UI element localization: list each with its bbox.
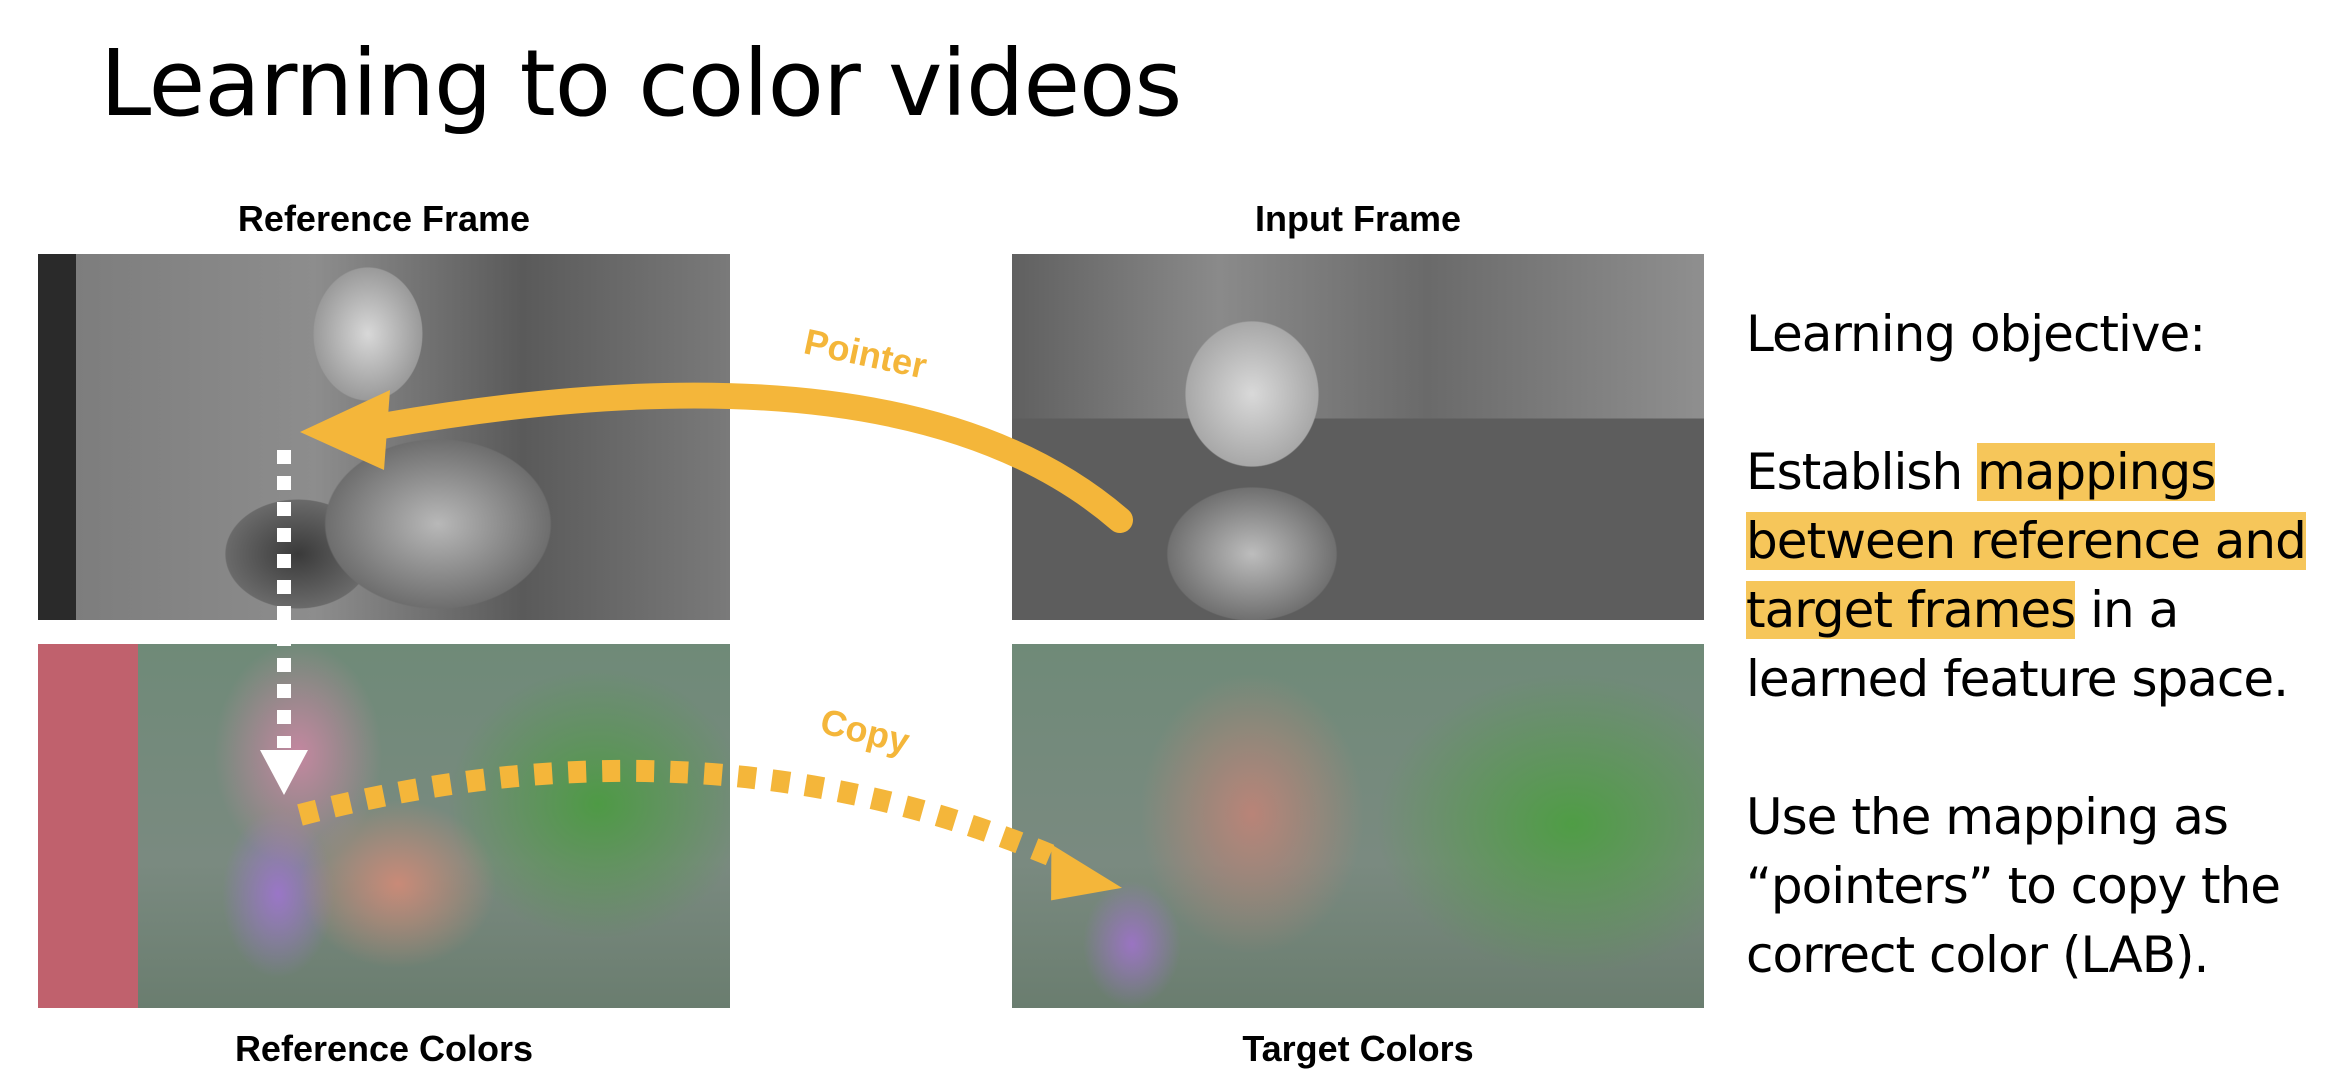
p2-line-3: correct color (LAB).: [1746, 926, 2209, 984]
p1-suffix-1: in a: [2075, 581, 2179, 639]
learning-objective-text: Learning objective: Establish mappings b…: [1746, 300, 2316, 990]
caption-reference-colors: Reference Colors: [234, 1028, 534, 1069]
objective-paragraph-1: Establish mappings between reference and…: [1746, 438, 2316, 714]
highlight-mappings: mappings: [1977, 443, 2216, 501]
reference-colors-image: [38, 644, 730, 1008]
caption-input-frame: Input Frame: [1254, 198, 1461, 239]
slide-title: Learning to color videos: [100, 30, 1182, 137]
p2-line-2: “pointers” to copy the: [1746, 857, 2281, 915]
highlight-between-reference-and: between reference and: [1746, 512, 2307, 570]
caption-reference-frame: Reference Frame: [237, 198, 531, 239]
p1-prefix: Establish: [1746, 443, 1978, 501]
target-colors-image: [1012, 644, 1704, 1008]
copy-label: Copy: [816, 700, 913, 762]
highlight-target-frames: target frames: [1746, 581, 2076, 639]
objective-paragraph-2: Use the mapping as “pointers” to copy th…: [1746, 783, 2316, 990]
caption-target-colors: Target Colors: [1242, 1028, 1474, 1069]
p2-line-1: Use the mapping as: [1746, 788, 2229, 846]
input-frame-image: [1012, 254, 1704, 620]
reference-frame-image: [38, 254, 730, 620]
p1-suffix-2: learned feature space.: [1746, 650, 2289, 708]
pointer-label: Pointer: [801, 321, 931, 387]
objective-heading: Learning objective:: [1746, 305, 2206, 363]
